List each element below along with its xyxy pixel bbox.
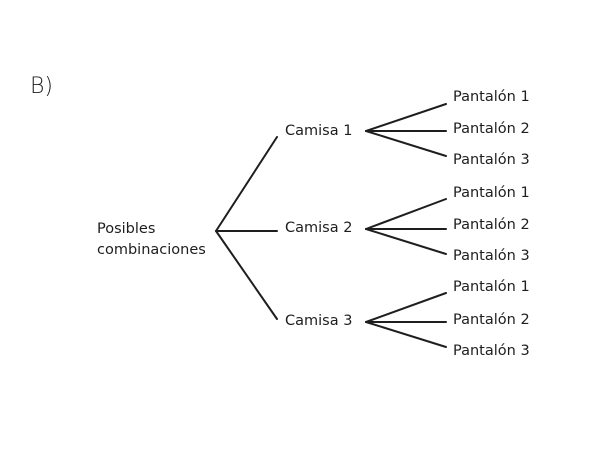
edge-camisa-3-pantalon-3 [365,321,447,348]
edge-camisa-3-pantalon-1 [365,292,447,323]
option-label: B) [30,74,53,99]
root-node-label-line-2: combinaciones [97,242,206,258]
edge-camisa-1-pantalon-1 [365,103,447,132]
camisa-2-label: Camisa 2 [285,220,353,236]
edge-root-camisa-1 [215,136,278,232]
camisa-2-pantalon-3-label: Pantalón 3 [453,248,530,264]
camisa-3-pantalon-2-label: Pantalón 2 [453,312,530,328]
root-node-label: Posibles combinaciones [97,219,206,261]
camisa-2-pantalon-1-label: Pantalón 1 [453,185,530,201]
root-node-label-line-1: Posibles [97,221,156,237]
edge-camisa-1-pantalon-3 [365,130,447,157]
camisa-3-pantalon-1-label: Pantalón 1 [453,279,530,295]
edge-camisa-2-pantalon-1 [365,198,447,230]
camisa-3-pantalon-3-label: Pantalón 3 [453,343,530,359]
camisa-1-pantalon-3-label: Pantalón 3 [453,152,530,168]
edge-camisa-2-pantalon-3 [365,228,447,255]
camisa-1-pantalon-2-label: Pantalón 2 [453,121,530,137]
camisa-1-label: Camisa 1 [285,123,353,139]
camisa-1-pantalon-1-label: Pantalón 1 [453,89,530,105]
camisa-3-label: Camisa 3 [285,313,353,329]
edge-root-camisa-3 [215,230,278,320]
camisa-2-pantalon-2-label: Pantalón 2 [453,217,530,233]
